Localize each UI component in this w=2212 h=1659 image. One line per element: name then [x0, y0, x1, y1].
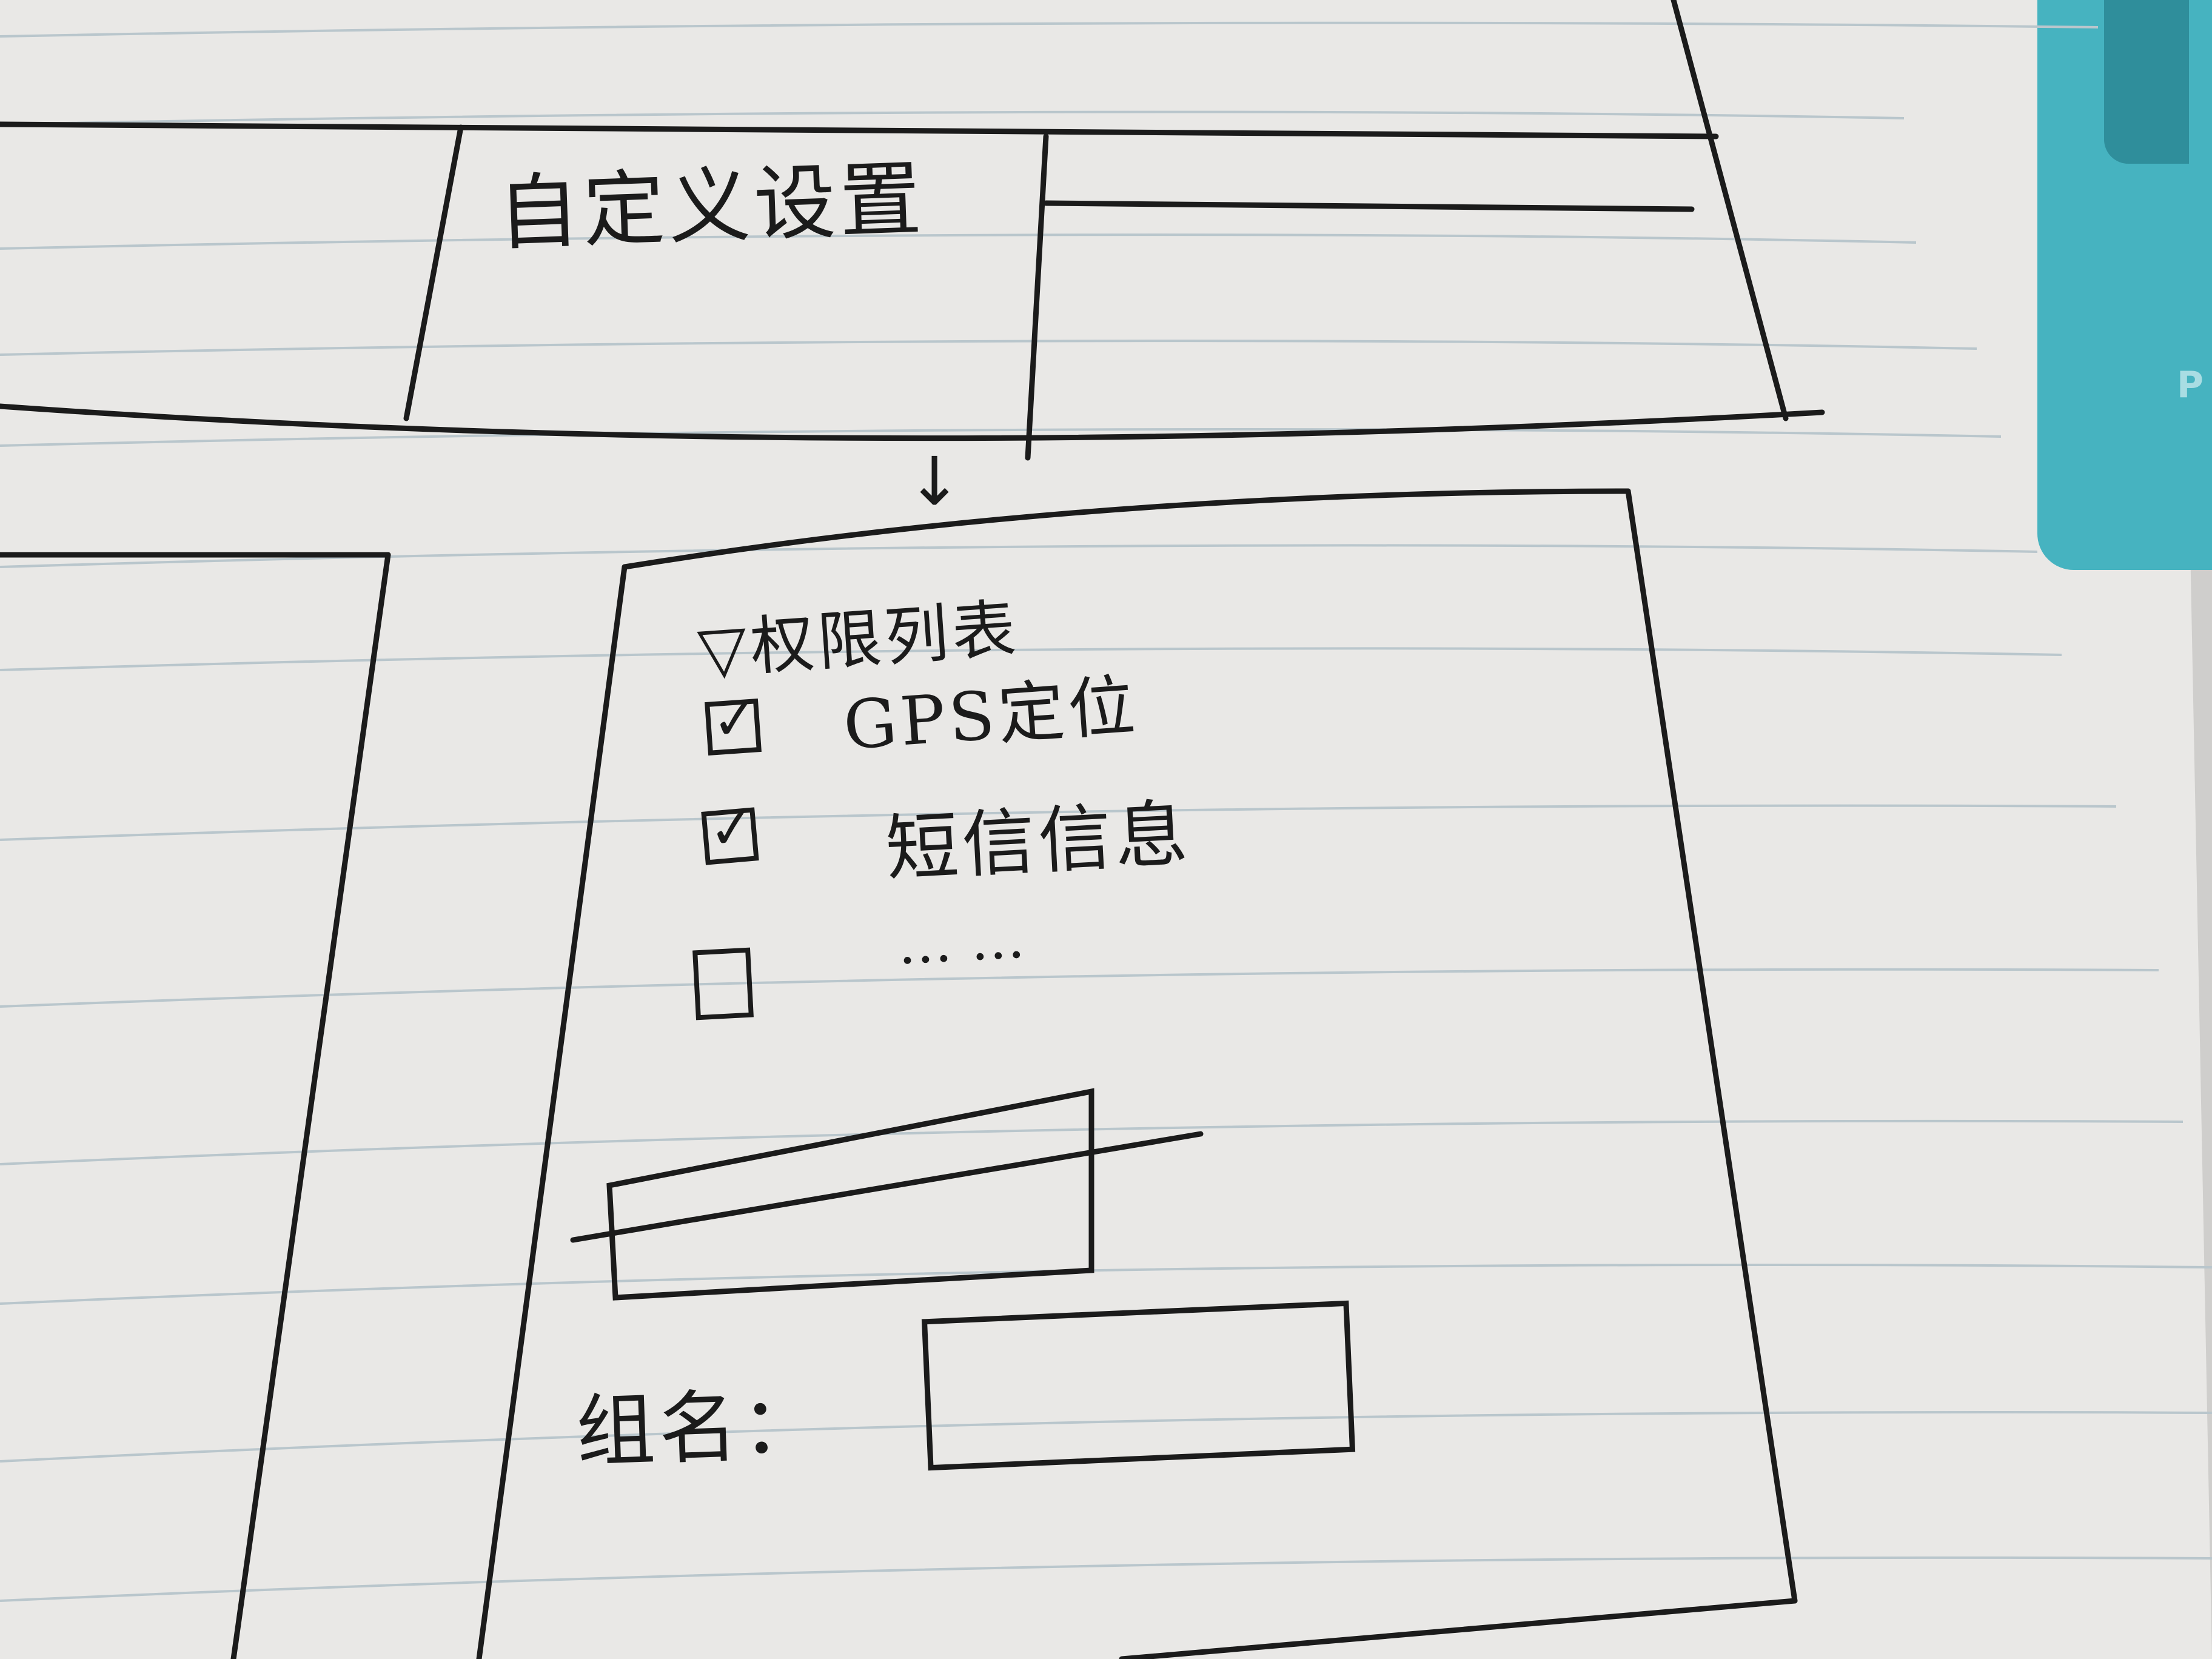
- top-panel-bottom-border: [0, 403, 1825, 441]
- top-panel-divider-left: [403, 124, 464, 421]
- dialog-right-border: [1625, 488, 1798, 1604]
- custom-settings-title: 自定义设置: [495, 151, 927, 262]
- check-icon: ✓: [709, 686, 760, 754]
- tape-dispenser-print: P: [2177, 364, 2204, 406]
- top-panel-field-line: [1043, 200, 1695, 212]
- top-panel-divider-right: [1025, 133, 1049, 461]
- group-name-input[interactable]: [921, 1300, 1356, 1471]
- more-permissions-label: ……: [896, 905, 1045, 977]
- sms-checkbox[interactable]: ✓: [701, 796, 759, 865]
- left-panel-right-edge: [230, 552, 391, 1659]
- collapse-triangle-icon[interactable]: ▽: [695, 610, 754, 688]
- more-permissions-checkbox[interactable]: [692, 947, 754, 1021]
- text-area-box: [606, 1088, 1094, 1301]
- dialog-bottom-border: [1119, 1598, 1798, 1659]
- group-name-label: 组名：: [574, 1377, 825, 1479]
- tape-dispenser-slot: [2104, 0, 2189, 164]
- gps-permission-label: GPS定位: [840, 666, 1141, 765]
- flow-arrow-icon: ↓: [907, 443, 963, 520]
- top-panel-right-edge: [1671, 0, 1789, 421]
- gps-checkbox[interactable]: ✓: [705, 686, 762, 756]
- dialog-top-border: [622, 488, 1631, 570]
- dialog-left-border: [476, 564, 628, 1659]
- sms-permission-label: 短信信息: [883, 791, 1193, 893]
- description-text-area[interactable]: [609, 1098, 1091, 1304]
- text-area-strike: [570, 1131, 1204, 1243]
- check-icon: ✓: [706, 795, 757, 863]
- top-panel-top-border: [0, 121, 1719, 139]
